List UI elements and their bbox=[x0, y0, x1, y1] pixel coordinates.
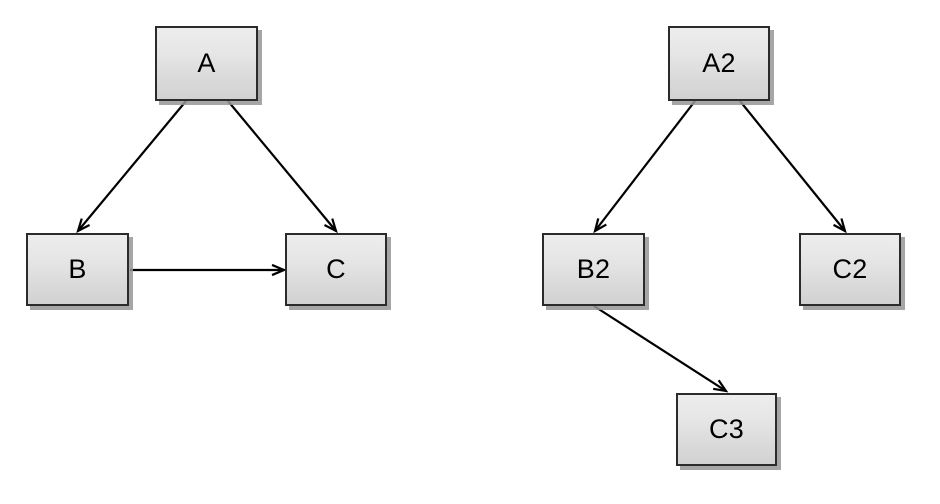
edge-a2-c2 bbox=[739, 100, 847, 234]
node-a[interactable]: A bbox=[155, 26, 258, 101]
arrowhead-icon bbox=[713, 379, 729, 393]
node-c[interactable]: C bbox=[285, 233, 387, 306]
edge-a-b bbox=[76, 100, 187, 234]
arrowhead-icon bbox=[833, 218, 847, 234]
arrowhead-icon bbox=[271, 263, 287, 277]
arrowhead-icon bbox=[323, 218, 338, 234]
edge-b-c bbox=[130, 263, 287, 277]
edge-a-c bbox=[227, 100, 338, 234]
node-b[interactable]: B bbox=[26, 233, 129, 306]
node-c3[interactable]: C3 bbox=[676, 393, 777, 466]
edge-a2-b2 bbox=[593, 100, 696, 234]
arrowhead-icon bbox=[593, 218, 607, 234]
node-label: B bbox=[68, 254, 87, 284]
node-label: C2 bbox=[832, 254, 868, 284]
arrowhead-icon bbox=[76, 218, 91, 234]
node-label: C bbox=[326, 254, 346, 284]
node-a2[interactable]: A2 bbox=[668, 26, 770, 101]
node-b2[interactable]: B2 bbox=[542, 233, 645, 306]
edge-b2-c3 bbox=[593, 305, 729, 393]
node-label: B2 bbox=[576, 254, 611, 284]
node-label: C3 bbox=[709, 414, 744, 444]
node-label: A bbox=[197, 48, 216, 78]
node-c2[interactable]: C2 bbox=[799, 233, 901, 306]
node-label: A2 bbox=[702, 48, 736, 78]
